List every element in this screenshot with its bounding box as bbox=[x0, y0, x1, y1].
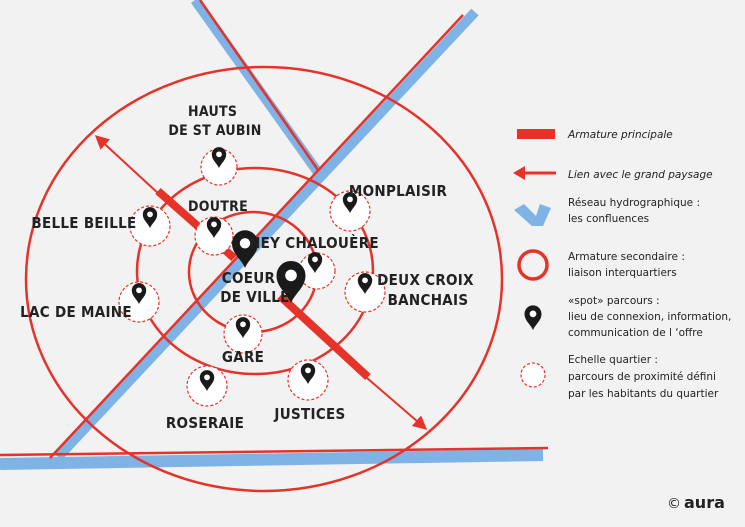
arrow-southeast bbox=[359, 371, 428, 430]
copyright-symbol: © bbox=[667, 496, 681, 512]
label-doutre: DOUTRE bbox=[188, 199, 248, 215]
map-pin-icon bbox=[524, 305, 542, 330]
confluence-river-icon bbox=[514, 204, 551, 226]
label-deux-croix-banchais: DEUX CROIX BANCHAIS bbox=[377, 271, 479, 309]
ring-icon bbox=[517, 249, 549, 281]
red-axes bbox=[0, 0, 549, 459]
river-maine-main bbox=[54, 8, 479, 461]
place-labels: HAUTS DE ST AUBIN DOUTRE BELLE BEILLE NE… bbox=[20, 104, 479, 432]
red-axis-n bbox=[198, 0, 320, 171]
outer-ring bbox=[24, 65, 504, 493]
red-axis-ne bbox=[49, 14, 464, 459]
legend-armature-secondaire: Armature secondaire : liaison interquart… bbox=[568, 251, 688, 279]
armature-se bbox=[277, 293, 371, 380]
copyright: © aura bbox=[667, 493, 725, 512]
label-justices: JUSTICES bbox=[273, 405, 345, 423]
label-hauts-st-aubin: HAUTS DE ST AUBIN bbox=[168, 104, 261, 139]
legend-lien-grand-paysage: Lien avec le grand paysage bbox=[568, 169, 713, 181]
dashed-circle-icon bbox=[520, 362, 546, 388]
river-loire bbox=[0, 449, 544, 470]
river-maine-segment bbox=[190, 0, 327, 181]
landscape-links bbox=[94, 135, 428, 430]
middle-ring bbox=[135, 166, 375, 376]
legend-reseau-hydro: Réseau hydrographique : les confluences bbox=[568, 197, 703, 225]
label-roseraie: ROSERAIE bbox=[166, 414, 244, 432]
label-monplaisir: MONPLAISIR bbox=[349, 182, 448, 200]
red-axis-loire bbox=[0, 446, 549, 457]
legend-armature-principale: Armature principale bbox=[567, 129, 673, 141]
arrow-northwest bbox=[94, 135, 161, 196]
direction-arrow-icon bbox=[513, 166, 556, 180]
legend-echelle-quartier: Echelle quartier : parcours de proximité… bbox=[568, 354, 719, 400]
legend-armature-principale-symbol bbox=[517, 129, 555, 139]
label-lac-de-maine: LAC DE MAINE bbox=[20, 303, 132, 321]
label-ney-chalouere: NEY CHALOUÈRE bbox=[249, 233, 379, 252]
brand-logo: aura bbox=[684, 493, 725, 512]
legend-spot-parcours: «spot» parcours : lieu de connexion, inf… bbox=[568, 295, 735, 339]
label-coeur-de-ville: COEUR DE VILLE bbox=[220, 269, 289, 306]
river-network bbox=[0, 0, 544, 470]
legend: Armature principale Lien avec le grand p… bbox=[513, 129, 735, 400]
label-gare: GARE bbox=[222, 348, 264, 366]
label-belle-beille: BELLE BEILLE bbox=[31, 214, 136, 232]
